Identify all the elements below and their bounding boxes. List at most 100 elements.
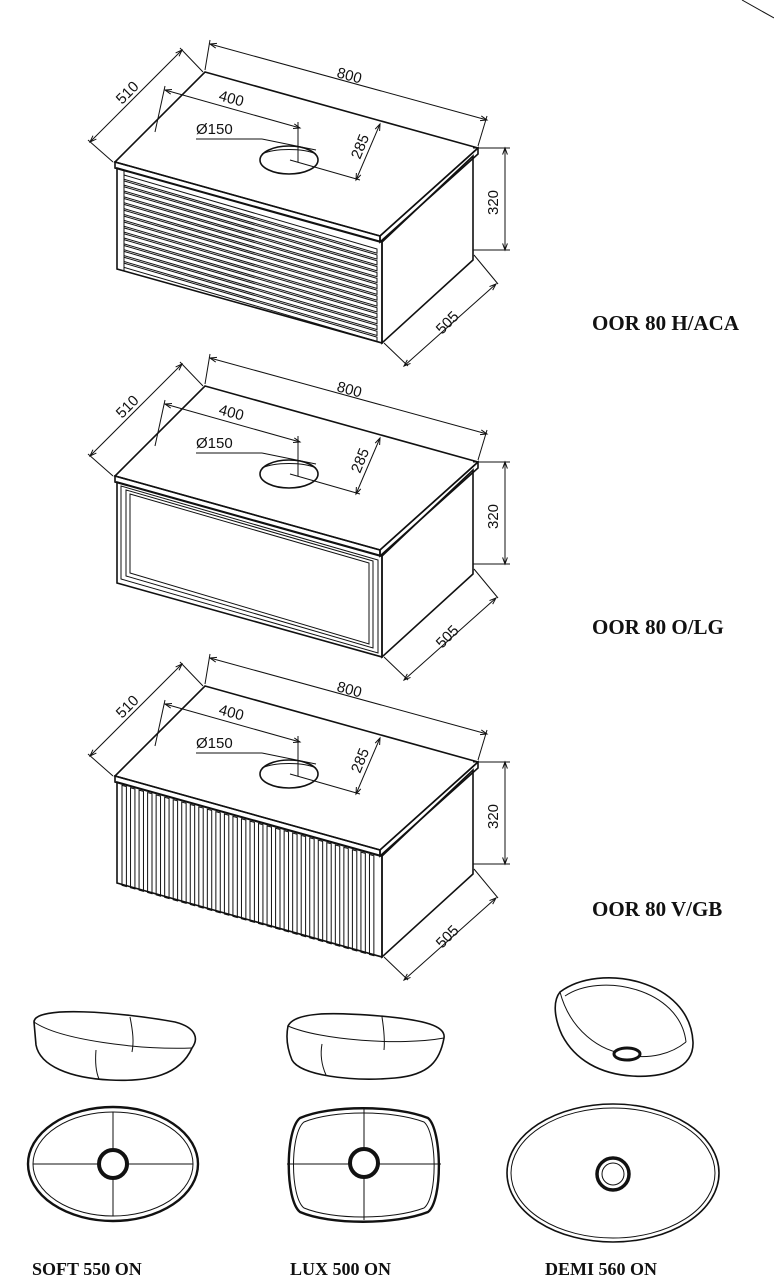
vertical-slat [189,803,196,907]
dimension-arrow [502,857,508,866]
vertical-slat [198,806,204,909]
horizontal-slat [123,203,378,284]
countertop-side-edge [379,146,479,244]
dimension-arrow [208,356,218,363]
extension-line [477,429,488,461]
basin-demi-top-view [506,1103,720,1243]
dimension-arrow [208,42,218,49]
vertical-slat [266,825,272,928]
vertical-slat [317,839,324,943]
leader-line [261,138,317,151]
dimension-side-depth-value: 505 [433,308,463,338]
vertical-slat [223,813,230,916]
vertical-slat [360,851,366,955]
horizontal-slat [123,180,378,260]
extension-line [179,361,204,387]
dimension-diameter-value: Ø150 [196,121,233,138]
dimension-line [164,89,301,129]
dimension-line [403,283,497,367]
vertical-slat [121,784,127,888]
dimension-arrow [163,702,173,709]
dimension-offset-x-value: 400 [217,701,246,724]
basin-demi-side-view [554,977,694,1078]
dimension-offset-x-value: 400 [217,87,246,110]
horizontal-slat [123,250,378,331]
cabinet-front [116,480,383,659]
extension-line [204,653,211,685]
dimension-arrow [208,656,218,663]
extension-line [87,453,114,477]
dimension-arrow [88,135,97,144]
dimension-arrow [502,146,508,155]
dimension-arrow [355,786,362,796]
basin-soft-top-view [26,1105,200,1223]
dimension-height-value: 320 [485,190,502,215]
model-label: OOR 80 V/GB [592,897,722,921]
extension-line [383,956,409,981]
dimension-line [89,663,183,757]
vertical-slat [309,837,315,940]
basin-soft: SOFT 550 ON [26,1010,200,1279]
dimension-arrow [479,429,489,436]
extension-line [204,39,211,71]
vertical-slat [334,844,341,947]
dimension-depth-value: 510 [113,392,143,422]
dimension-line [89,363,183,457]
dimension-arrow [175,662,184,671]
dimension-arrow [292,437,302,444]
extension-line [289,473,361,495]
basin-cutout [259,459,319,489]
vertical-slat [155,794,162,897]
vertical-slat [181,801,187,904]
vertical-slat [172,799,179,902]
countertop-top-face [113,385,480,551]
dimension-arrow [374,436,381,446]
extension-line [477,729,488,761]
dimension-arrow [292,737,302,744]
horizontal-slat [123,209,378,290]
dimension-line [89,49,183,143]
dimension-arrow [88,449,97,458]
dimension-arrow [175,362,184,371]
cabinet-side [381,768,474,959]
basin-lux-top-view [287,1107,441,1223]
dimension-line [209,43,488,121]
vertical-slat [164,796,170,900]
dimension-line [209,357,488,435]
extension-line [383,656,409,681]
vertical-slat [300,834,307,938]
model-label: OOR 80 O/LG [592,615,724,639]
dimension-arrow [479,115,489,122]
model-label: OOR 80 H/ACA [592,311,740,335]
dimension-line [209,657,488,735]
vertical-slat [343,846,349,950]
dimension-height-value: 320 [485,804,502,829]
countertop-side-edge [379,760,479,858]
dimension-height-value: 320 [485,504,502,529]
basin-cutout-inner [261,463,317,469]
dimension-width-value: 800 [335,378,364,401]
extension-line [383,342,409,367]
vertical-slat [138,789,144,893]
horizontal-slat [123,262,378,343]
cabinet-side [381,468,474,659]
horizontal-slat [123,221,378,301]
dimension-side-depth-value: 505 [433,622,463,652]
dimension-arrow [374,122,381,132]
horizontal-slat [123,256,378,337]
extension-line [154,85,166,133]
front-frame-left [116,167,125,272]
leader-line [261,452,317,465]
basin-demi: DEMI 560 ON [506,977,720,1279]
drawer-panel [129,493,370,645]
dimension-arrow [502,460,508,469]
dimension-offset-y-value: 285 [348,746,373,776]
dimension-arrow [489,597,498,605]
basin-caption: DEMI 560 ON [545,1259,657,1279]
dimension-arrow [355,486,362,496]
dimension-arrow [502,243,508,252]
extension-line [154,399,166,447]
